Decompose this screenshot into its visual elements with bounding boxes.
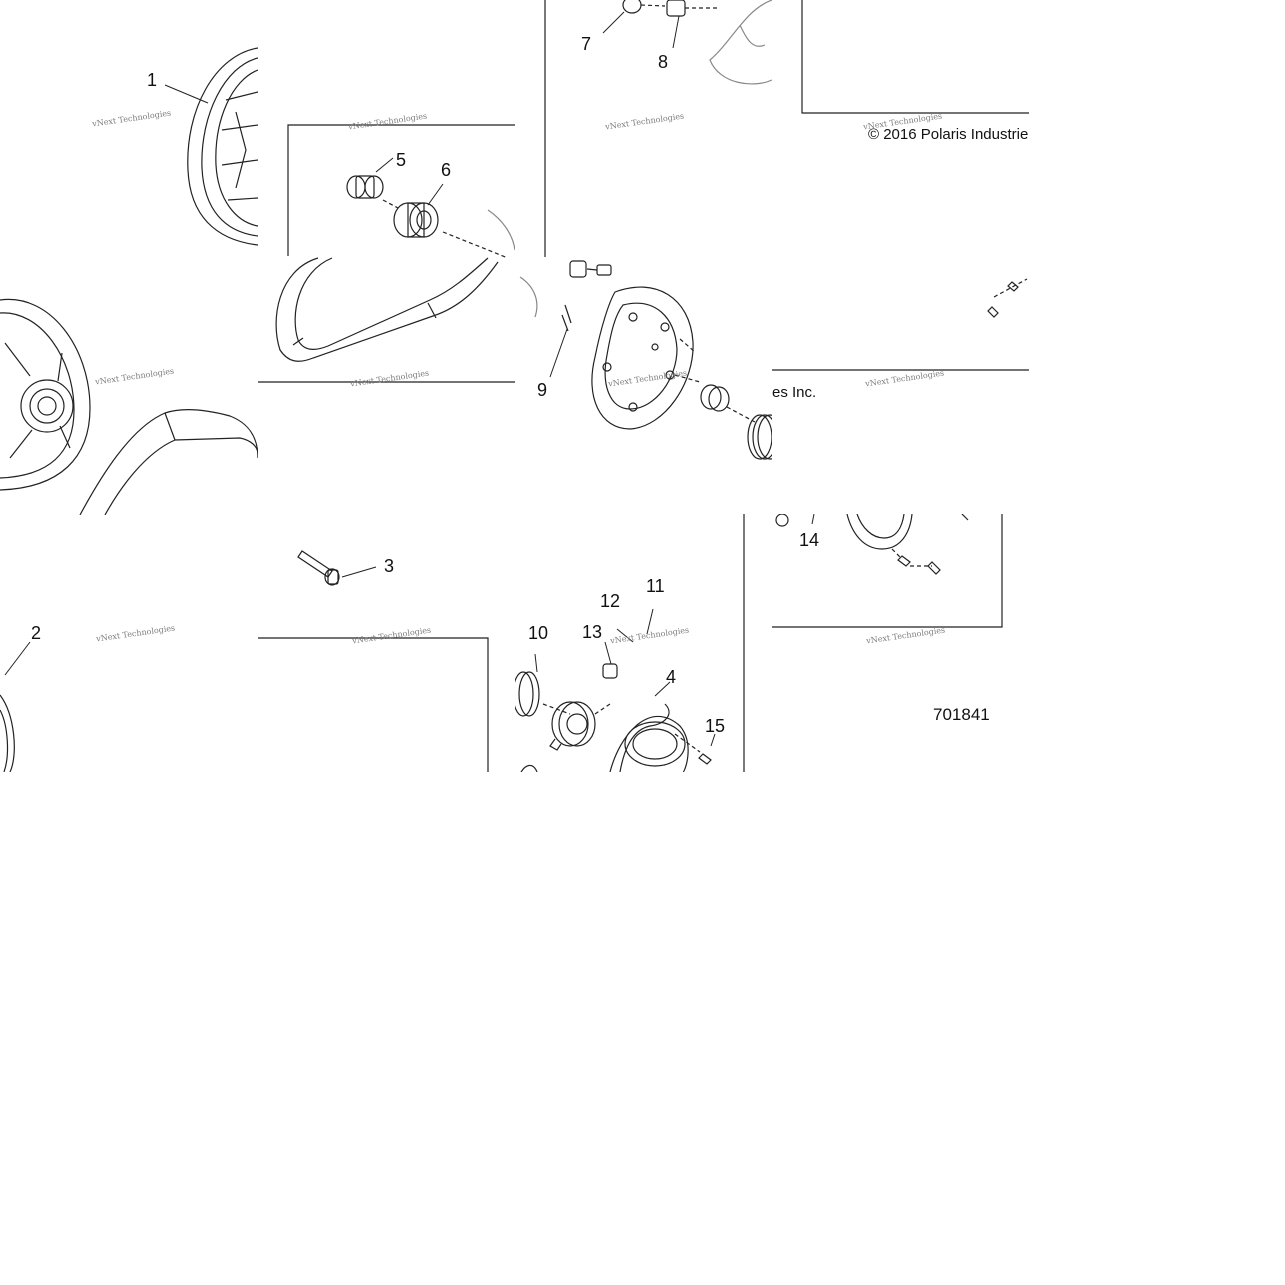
tile-bolt [258,515,515,772]
callout-13: 13 [582,622,603,642]
frame-corner-drawing [801,0,1029,114]
right-frame-drawing [772,278,1029,371]
tile-belt-bearing [258,0,515,383]
tile-bearing-assembly [515,514,772,772]
callout-12: 12 [600,591,621,611]
callout-2: 2 [31,623,42,643]
tile-lower-housing [772,514,1029,772]
bearing-assembly-drawing [515,514,745,772]
tile-top-bolt [515,0,772,257]
lower-housing-drawing [772,514,1003,628]
callout-15: 15 [705,716,726,736]
callout-1: 1 [147,70,158,90]
callout-3: 3 [384,556,395,576]
figure-number: 701841 [933,705,990,724]
bolt-drawing [258,550,489,772]
callout-5: 5 [396,150,407,170]
callout-11: 11 [646,576,665,596]
callout-10: 10 [528,623,549,643]
callout-6: 6 [441,160,452,180]
tile-lower-sheave [0,515,258,772]
callout-8: 8 [658,52,669,72]
tile-drive-clutch [0,0,258,258]
callout-7: 7 [581,34,592,54]
tile-frame-corner [772,0,1029,257]
copyright-fragment-mid: es Inc. [772,384,817,401]
cover-plate-drawing [519,260,772,460]
tile-right-frame [772,257,1029,514]
tile-cover-plate [515,257,772,514]
copyright-fragment-top: © 2016 Polaris Industrie [868,126,1029,143]
callout-9: 9 [537,380,548,400]
top-bolt-drawing [544,0,772,257]
driven-clutch-drawing [0,298,258,515]
callout-14: 14 [799,530,820,550]
belt-bearing-drawing [258,124,515,383]
drive-clutch-drawing [164,47,258,246]
lower-sheave-drawing [0,641,31,772]
callout-4: 4 [666,667,677,687]
tile-driven-clutch [0,258,258,515]
